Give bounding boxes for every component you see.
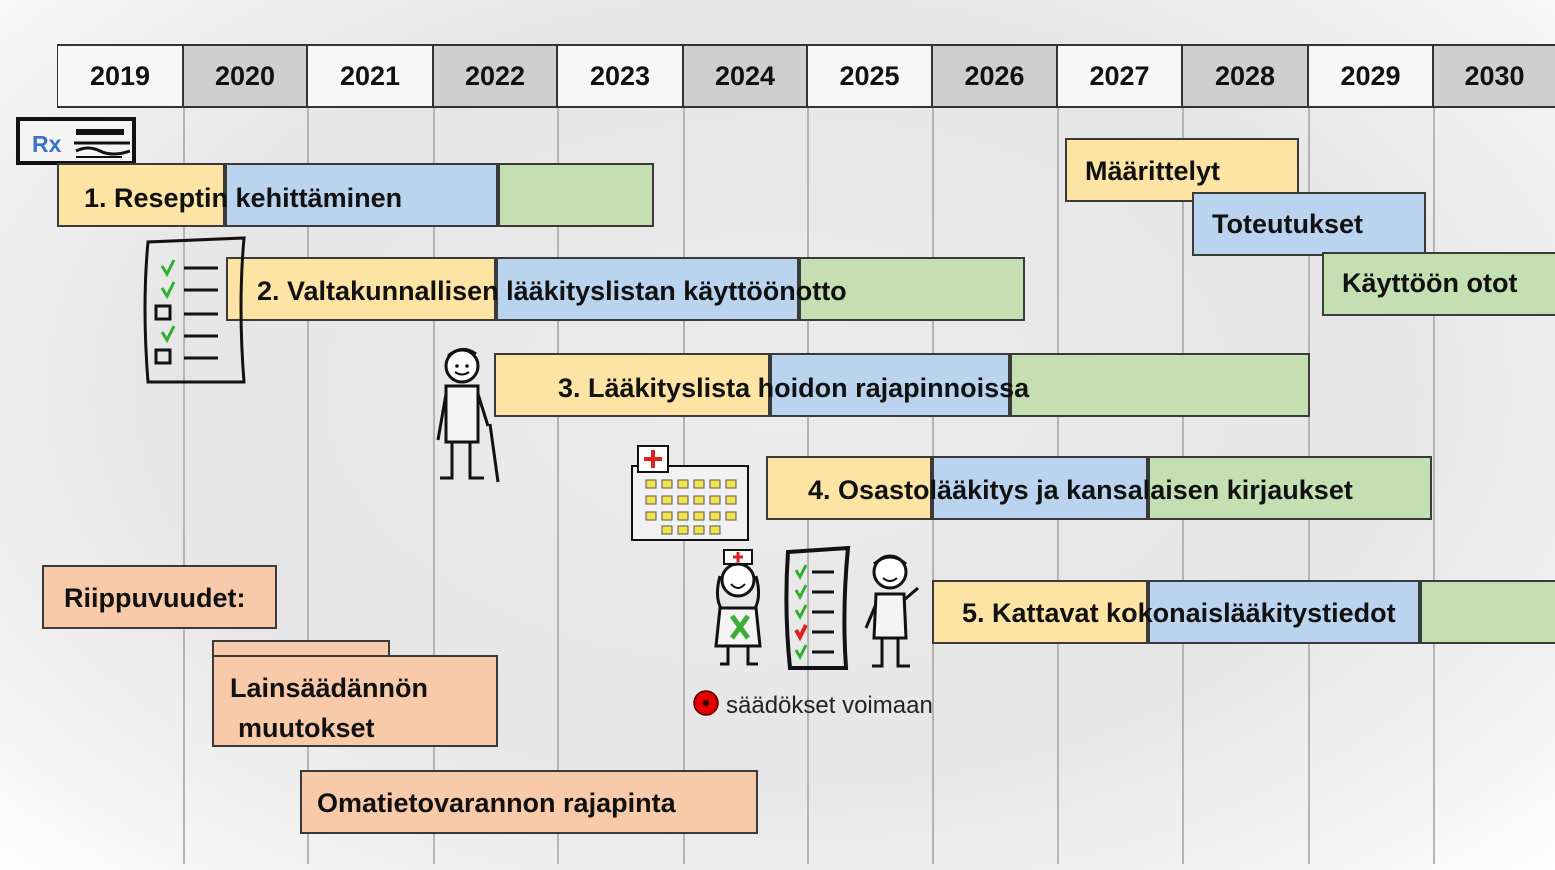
person-with-cane-icon	[436, 348, 500, 483]
project-4-label: 4. Osastolääkitys ja kansalaisen kirjauk…	[808, 475, 1353, 505]
milestone-label: säädökset voimaan	[726, 692, 933, 719]
project-1-label: 1. Reseptin kehittäminen	[84, 183, 403, 213]
legend-deployments-label: Käyttöön otot	[1342, 268, 1518, 298]
grid-line	[557, 100, 559, 864]
project-5-label: 5. Kattavat kokonaislääkitystiedot	[962, 598, 1396, 628]
rx-icon-text: Rx	[32, 131, 62, 157]
definition-segment	[932, 580, 1148, 644]
dependency-omatietovaranto: Omatietovarannon rajapinta	[300, 770, 758, 834]
checklist-icon	[143, 236, 246, 384]
rx-lines-icon	[74, 129, 131, 158]
deployment-segment	[498, 163, 654, 227]
dependencies-title-box: Riippuvuudet:	[42, 565, 277, 629]
grid-line	[307, 100, 309, 864]
definition-segment	[766, 456, 932, 520]
year-cell: 2025	[807, 44, 932, 108]
project-3-label: 3. Lääkityslista hoidon rajapinnoissa	[558, 373, 1030, 403]
legend-deployments: Käyttöön otot	[1322, 252, 1555, 316]
legend-implementations-label: Toteutukset	[1212, 209, 1364, 239]
legend-definitions-label: Määrittelyt	[1085, 156, 1221, 186]
rx-icon: Rx	[16, 117, 136, 165]
implementation-segment	[225, 163, 498, 227]
year-cell: 2024	[683, 44, 807, 108]
medication-checklist-icon	[784, 545, 851, 670]
deployment-segment	[799, 257, 1025, 321]
milestone-dot-icon	[693, 690, 719, 716]
year-cell: 2026	[932, 44, 1057, 108]
dependencies-title: Riippuvuudet:	[64, 583, 246, 613]
hospital-icon	[631, 445, 749, 541]
definition-segment	[494, 353, 770, 417]
year-cell: 2022	[433, 44, 557, 108]
legend-implementations: Toteutukset	[1192, 192, 1426, 256]
grid-line	[183, 100, 185, 864]
implementation-segment	[770, 353, 1010, 417]
grid-line	[1433, 100, 1435, 864]
legend-definitions: Määrittelyt	[1065, 138, 1299, 202]
elderly-patient-icon	[864, 554, 919, 668]
dependency-legislation-line2: muutokset	[238, 713, 375, 743]
year-cell: 2020	[183, 44, 307, 108]
implementation-segment	[932, 456, 1148, 520]
nurse-icon	[714, 549, 762, 666]
year-cell: 2021	[307, 44, 433, 108]
deployment-segment	[1420, 580, 1555, 644]
definition-segment	[57, 163, 225, 227]
year-cell: 2028	[1182, 44, 1308, 108]
dependency-legislation-line1: Lainsäädännön	[230, 673, 429, 703]
deployment-segment	[1010, 353, 1310, 417]
implementation-segment	[496, 257, 799, 321]
dependency-omatieto-label: Omatietovarannon rajapinta	[317, 788, 676, 818]
year-cell: 2023	[557, 44, 683, 108]
grid-line	[433, 100, 435, 864]
implementation-segment	[1148, 580, 1420, 644]
project-2-label: 2. Valtakunnallisen lääkityslistan käytt…	[257, 276, 847, 306]
dependency-legislation: Lainsäädännön muutokset	[212, 655, 498, 747]
deployment-segment	[1148, 456, 1432, 520]
year-cell: 2027	[1057, 44, 1182, 108]
year-cell: 2019	[57, 44, 183, 108]
year-cell: 2030	[1433, 44, 1555, 108]
definition-segment	[226, 257, 496, 321]
year-cell: 2029	[1308, 44, 1433, 108]
